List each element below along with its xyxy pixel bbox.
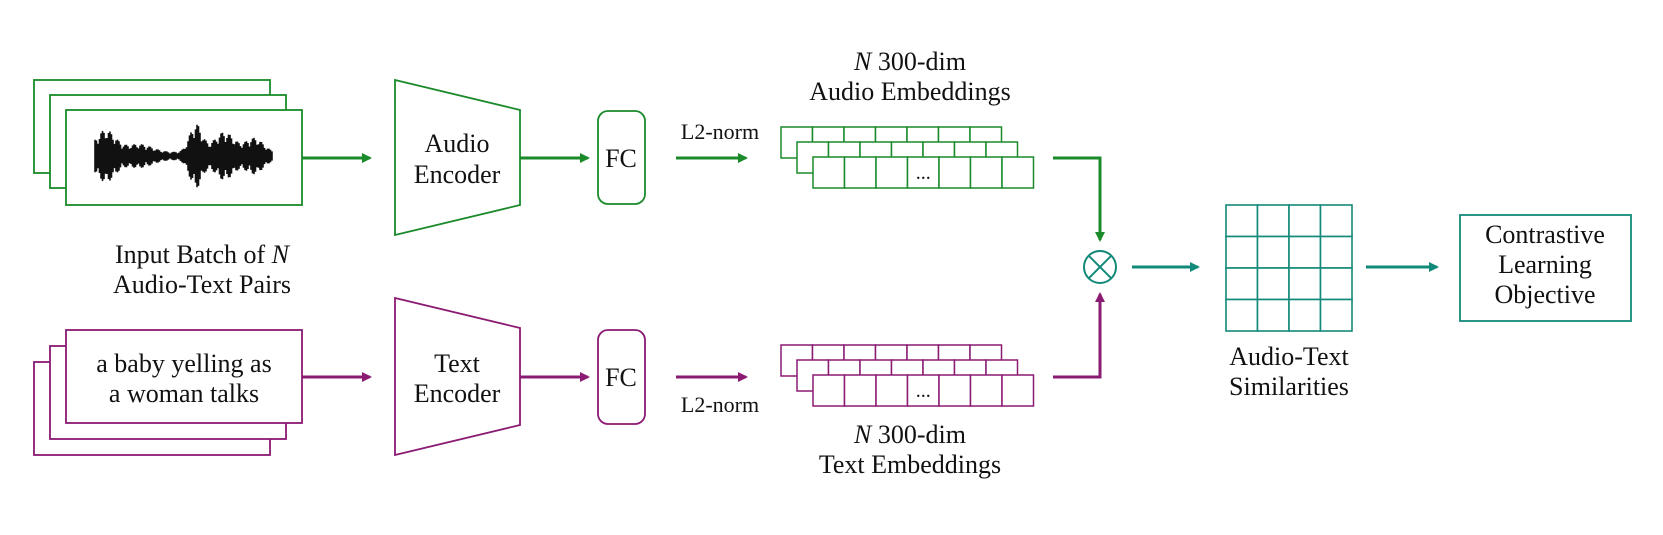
similarity-cell <box>1288 235 1322 269</box>
similarity-cell <box>1319 235 1353 269</box>
objective-label-line1: Contrastive <box>1485 220 1605 249</box>
audio-embedding-cell <box>843 156 877 189</box>
similarity-cell <box>1256 298 1290 332</box>
audio-embeddings-stack: ... <box>780 126 1035 189</box>
similarity-cell <box>1256 267 1290 301</box>
similarity-cell <box>1319 204 1353 238</box>
audio-embedding-cell <box>1001 156 1035 189</box>
text-embedding-cell <box>938 374 972 407</box>
objective-label-line2: Learning <box>1498 250 1592 279</box>
text-embedding-cell <box>843 374 877 407</box>
waveform-trace <box>94 124 273 188</box>
waveform-icon <box>94 124 273 188</box>
similarity-cell <box>1288 298 1322 332</box>
similarity-label-line1: Audio-Text <box>1229 342 1349 371</box>
input-caption-line1: Input Batch of N <box>115 240 291 269</box>
audio-fc-block <box>597 110 646 205</box>
similarity-label-line2: Similarities <box>1229 372 1349 401</box>
audio-encoder-label-line1: Audio <box>425 129 490 158</box>
audio-embedding-cell <box>875 156 909 189</box>
similarity-cell <box>1319 298 1353 332</box>
arrow-audio-embeddings-to-product <box>1053 156 1105 242</box>
similarity-cell <box>1256 204 1290 238</box>
outer-product-icon <box>1083 250 1117 284</box>
similarity-cell <box>1256 235 1290 269</box>
text-embedding-ellipsis: ... <box>916 380 931 402</box>
similarity-cell <box>1225 298 1259 332</box>
text-encoder-label-line2: Encoder <box>414 379 501 408</box>
text-embeddings-title-line2: Text Embeddings <box>819 450 1001 479</box>
similarity-cell <box>1288 267 1322 301</box>
text-l2-norm-label: L2-norm <box>681 392 759 417</box>
text-input-stack <box>33 329 303 456</box>
text-input-card-front <box>65 329 303 424</box>
text-encoder-block <box>394 296 521 457</box>
contrastive-objective-box <box>1459 214 1632 322</box>
similarity-cell <box>1319 267 1353 301</box>
audio-embedding-ellipsis: ... <box>916 162 931 184</box>
text-embedding-cell <box>875 374 909 407</box>
audio-embedding-cell <box>812 156 846 189</box>
arrow-text-embeddings-to-product <box>1053 292 1105 379</box>
text-sample-line1: a baby yelling as <box>96 349 271 378</box>
similarity-matrix <box>1225 204 1353 332</box>
similarity-cell <box>1225 235 1259 269</box>
text-sample-line2: a woman talks <box>109 379 259 408</box>
text-embeddings-stack: ... <box>780 344 1035 407</box>
objective-label-line3: Objective <box>1494 280 1595 309</box>
audio-encoder-label-line2: Encoder <box>414 160 501 189</box>
similarity-cell <box>1225 204 1259 238</box>
similarity-cell <box>1288 204 1322 238</box>
audio-embedding-cell <box>969 156 1003 189</box>
text-encoder-label-line1: Text <box>434 349 481 378</box>
audio-embedding-cell <box>938 156 972 189</box>
text-fc-block <box>597 329 646 425</box>
audio-l2-norm-label: L2-norm <box>681 119 759 144</box>
input-caption-line2: Audio-Text Pairs <box>113 270 291 299</box>
text-fc-label: FC <box>605 363 637 392</box>
audio-embeddings-title-line1: N 300-dim <box>853 47 966 76</box>
audio-fc-label: FC <box>605 144 637 173</box>
audio-encoder-block <box>394 78 521 237</box>
text-embedding-cell <box>969 374 1003 407</box>
audio-embedding-cell <box>906 156 940 189</box>
text-embedding-cell <box>1001 374 1035 407</box>
audio-embeddings-title-line2: Audio Embeddings <box>809 77 1011 106</box>
text-embedding-cell <box>812 374 846 407</box>
text-embeddings-title-line1: N 300-dim <box>853 420 966 449</box>
similarity-cell <box>1225 267 1259 301</box>
